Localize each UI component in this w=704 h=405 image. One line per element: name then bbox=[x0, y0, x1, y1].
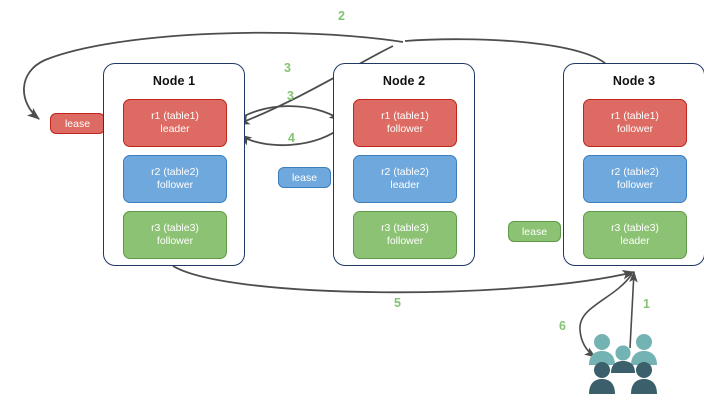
node-3-replica-r1-role: follower bbox=[616, 123, 654, 135]
node-2-replica-r2[interactable]: r2 (table2) leader bbox=[353, 155, 457, 203]
step-label-5: 5 bbox=[394, 296, 401, 310]
node-3-title: Node 3 bbox=[612, 74, 656, 88]
node-2-replica-r3-role: follower bbox=[386, 235, 424, 247]
edge-step-6 bbox=[579, 273, 633, 358]
edge-step-2 bbox=[23, 31, 404, 120]
step-label-6: 6 bbox=[559, 319, 566, 333]
node-3-replica-r3[interactable]: r3 (table3) leader bbox=[583, 211, 687, 259]
node-3[interactable]: Node 3 r1 (table1) follower r2 (table2) … bbox=[563, 63, 704, 266]
node-2-replica-r2-role: leader bbox=[390, 179, 420, 191]
lease-badge-table2[interactable]: lease bbox=[278, 167, 331, 188]
node-3-replica-r2[interactable]: r2 (table2) follower bbox=[583, 155, 687, 203]
node-1-replica-r1-role: leader bbox=[160, 123, 190, 135]
node-1-title: Node 1 bbox=[152, 74, 196, 88]
node-2-replica-r1-name: r1 (table1) bbox=[381, 110, 429, 122]
lease-badge-table3[interactable]: lease bbox=[508, 221, 561, 242]
node-1-replica-r3[interactable]: r3 (table3) follower bbox=[123, 211, 227, 259]
node-2-replica-r3-name: r3 (table3) bbox=[381, 222, 429, 234]
node-3-replica-r2-role: follower bbox=[616, 179, 654, 191]
node-1-replica-r2[interactable]: r2 (table2) follower bbox=[123, 155, 227, 203]
node-3-replica-r1-name: r1 (table1) bbox=[611, 110, 659, 122]
node-3-replica-r1[interactable]: r1 (table1) follower bbox=[583, 99, 687, 147]
step-label-2: 2 bbox=[338, 9, 345, 23]
clients-people-icon bbox=[589, 334, 657, 394]
node-3-replica-r3-name: r3 (table3) bbox=[611, 222, 659, 234]
node-1-replica-r3-role: follower bbox=[156, 235, 194, 247]
node-3-replica-r3-role: leader bbox=[620, 235, 650, 247]
node-2-title: Node 2 bbox=[382, 74, 426, 88]
step-label-4: 4 bbox=[288, 131, 295, 145]
edge-step-3-upper bbox=[236, 45, 394, 125]
step-label-1: 1 bbox=[643, 297, 650, 311]
node-2-replica-r2-name: r2 (table2) bbox=[381, 166, 429, 178]
node-1-replica-r2-role: follower bbox=[156, 179, 194, 191]
step-label-3-lower: 3 bbox=[287, 89, 294, 103]
node-1-replica-r3-name: r3 (table3) bbox=[151, 222, 199, 234]
node-1-replica-r2-name: r2 (table2) bbox=[151, 166, 199, 178]
node-1[interactable]: Node 1 r1 (table1) leader r2 (table2) fo… bbox=[103, 63, 245, 266]
node-1-replica-r1-name: r1 (table1) bbox=[151, 110, 199, 122]
node-2[interactable]: Node 2 r1 (table1) follower r2 (table2) … bbox=[333, 63, 475, 266]
node-1-replica-r1[interactable]: r1 (table1) leader bbox=[123, 99, 227, 147]
node-3-replica-r2-name: r2 (table2) bbox=[611, 166, 659, 178]
edge-step-5 bbox=[172, 265, 636, 294]
step-label-3-upper: 3 bbox=[284, 61, 291, 75]
node-2-replica-r3[interactable]: r3 (table3) follower bbox=[353, 211, 457, 259]
edge-step-1 bbox=[629, 271, 638, 349]
node-2-replica-r1-role: follower bbox=[386, 123, 424, 135]
lease-badge-table1[interactable]: lease bbox=[50, 113, 105, 134]
node-2-replica-r1[interactable]: r1 (table1) follower bbox=[353, 99, 457, 147]
